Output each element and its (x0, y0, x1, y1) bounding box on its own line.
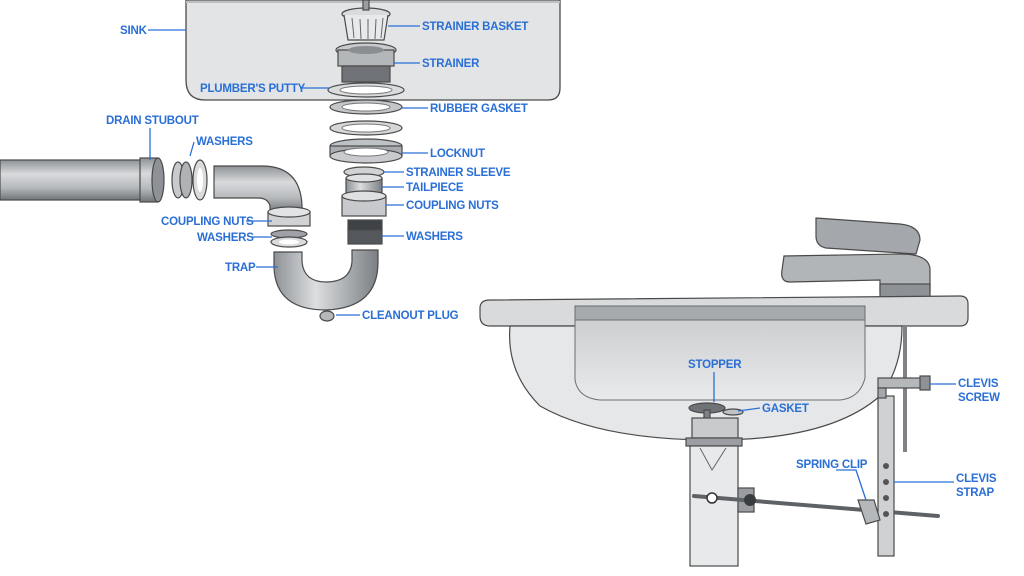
cleanout-plug-part (319, 310, 335, 322)
locknut-part (329, 138, 403, 164)
label-coupling-nuts-right: COUPLING NUTS (406, 200, 499, 212)
callout-labels: SINK STRAINER BASKET STRAINER PLUMBER'S … (106, 21, 1000, 499)
leader-lines (148, 25, 956, 501)
label-coupling-nuts-left: COUPLING NUTS (161, 216, 254, 228)
p-trap (213, 165, 379, 322)
label-locknut: LOCKNUT (430, 148, 485, 160)
bath-sink-section (479, 217, 969, 567)
label-sink: SINK (120, 25, 148, 37)
label-cleanout-plug: CLEANOUT PLUG (362, 310, 459, 322)
label-gasket: GASKET (762, 403, 809, 415)
tailpiece-part (345, 173, 383, 195)
faucet (781, 217, 931, 299)
label-rubber-gasket: RUBBER GASKET (430, 103, 528, 115)
stubout-washers (171, 159, 208, 201)
label-trap: TRAP (225, 262, 256, 274)
washer-right-part (347, 219, 383, 245)
spring-clip-part (857, 499, 881, 525)
pivot-rod (692, 492, 940, 518)
drain-stubout-pipe (0, 157, 165, 203)
strainer-basket-part (341, 0, 391, 41)
label-plumbers-putty: PLUMBER'S PUTTY (200, 83, 306, 95)
clevis-screw-part (877, 375, 931, 399)
coupling-nut-right-part (341, 190, 387, 217)
label-spring-clip: SPRING CLIP (796, 459, 868, 471)
clevis-strap-part (877, 395, 895, 557)
label-clevis-screw-2: SCREW (958, 392, 1000, 404)
label-washers-right: WASHERS (406, 231, 463, 243)
label-strainer-basket: STRAINER BASKET (422, 21, 528, 33)
label-washers-top: WASHERS (196, 136, 253, 148)
label-stopper: STOPPER (688, 359, 742, 371)
label-washers-left: WASHERS (197, 232, 254, 244)
label-drain-stubout: DRAIN STUBOUT (106, 115, 199, 127)
label-clevis-strap-1: CLEVIS (956, 473, 997, 485)
label-clevis-screw-1: CLEVIS (958, 378, 999, 390)
drain-stack (327, 0, 405, 245)
label-tailpiece: TAILPIECE (406, 182, 464, 194)
label-clevis-strap-2: STRAP (956, 487, 995, 499)
pop-up-drain-body (685, 417, 755, 567)
label-strainer-sleeve: STRAINER SLEEVE (406, 167, 511, 179)
label-strainer: STRAINER (422, 58, 480, 70)
strainer-part (335, 42, 397, 83)
